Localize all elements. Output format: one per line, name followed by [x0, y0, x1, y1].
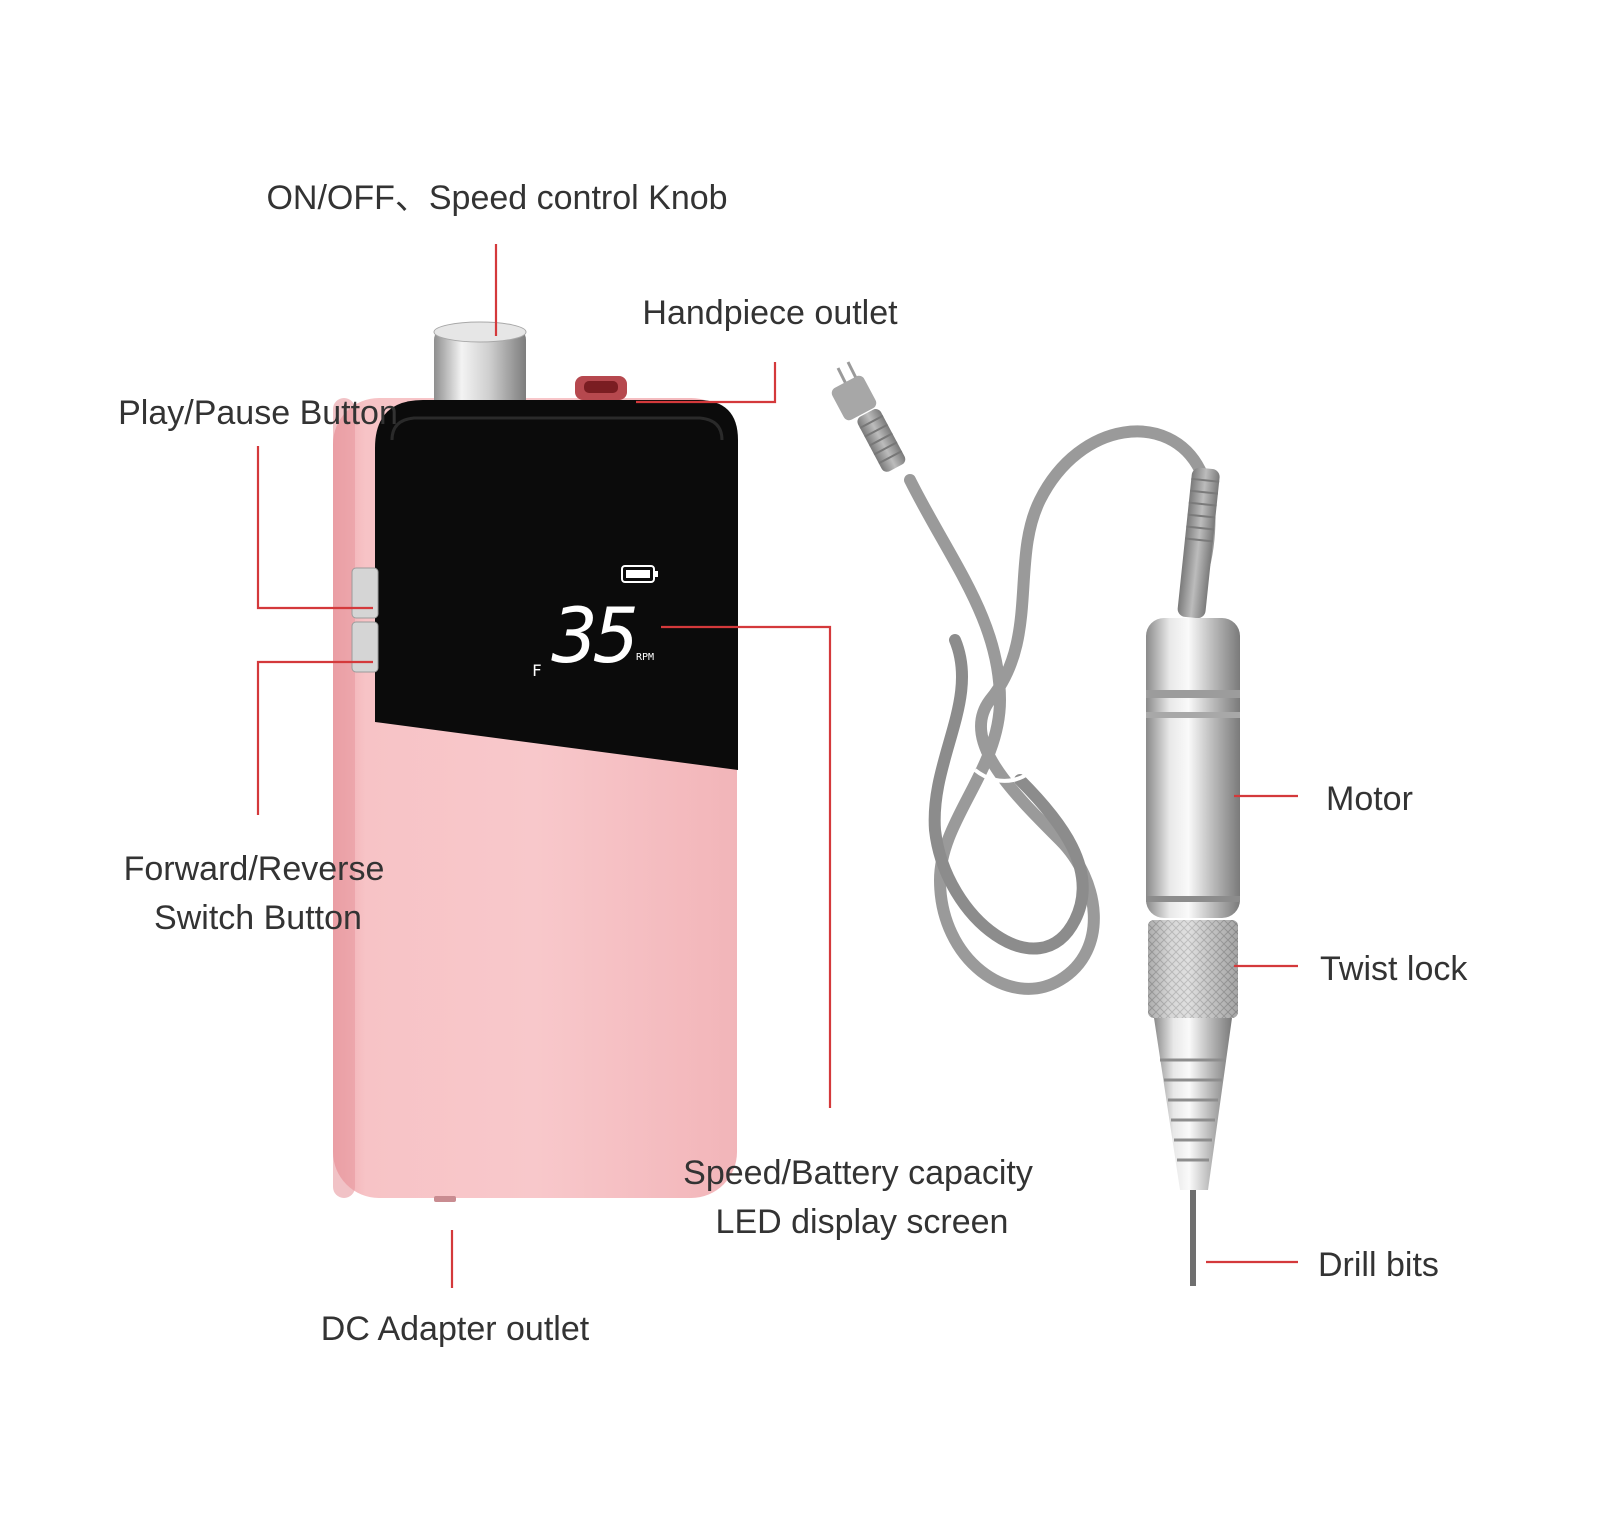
label-handpiece-outlet: Handpiece outlet [642, 294, 898, 332]
motor [1146, 618, 1240, 918]
forward-reverse-button[interactable] [351, 621, 379, 673]
leader-lines [256, 244, 1298, 1288]
drill-bit [1190, 1190, 1196, 1286]
label-motor: Motor [1326, 780, 1413, 818]
label-forward-reverse-1: Forward/Reverse [124, 850, 385, 888]
label-play-pause: Play/Pause Button [118, 394, 398, 432]
handpiece-outlet[interactable] [575, 376, 627, 400]
speed-readout: 35 [551, 591, 636, 680]
power-cord [904, 425, 1216, 995]
label-speed-knob: ON/OFF、Speed control Knob [266, 179, 727, 217]
speed-unit: RPM [636, 652, 654, 663]
label-dc-outlet: DC Adapter outlet [321, 1310, 590, 1348]
handpiece-assembly [831, 361, 1240, 1286]
cord-connector-plug [831, 361, 906, 472]
dc-adapter-outlet[interactable] [434, 1196, 456, 1202]
control-box: F 35 RPM [333, 321, 738, 1202]
display-panel [375, 400, 738, 770]
label-forward-reverse-2: Switch Button [154, 899, 362, 937]
label-drill-bits: Drill bits [1318, 1246, 1439, 1284]
direction-indicator: F [532, 661, 542, 680]
label-display-2: LED display screen [716, 1203, 1009, 1241]
label-display-1: Speed/Battery capacity [683, 1154, 1033, 1192]
handpiece-nose [1154, 1018, 1232, 1190]
battery-icon [621, 565, 658, 583]
play-pause-button[interactable] [351, 567, 379, 619]
label-twist-lock: Twist lock [1320, 950, 1468, 988]
